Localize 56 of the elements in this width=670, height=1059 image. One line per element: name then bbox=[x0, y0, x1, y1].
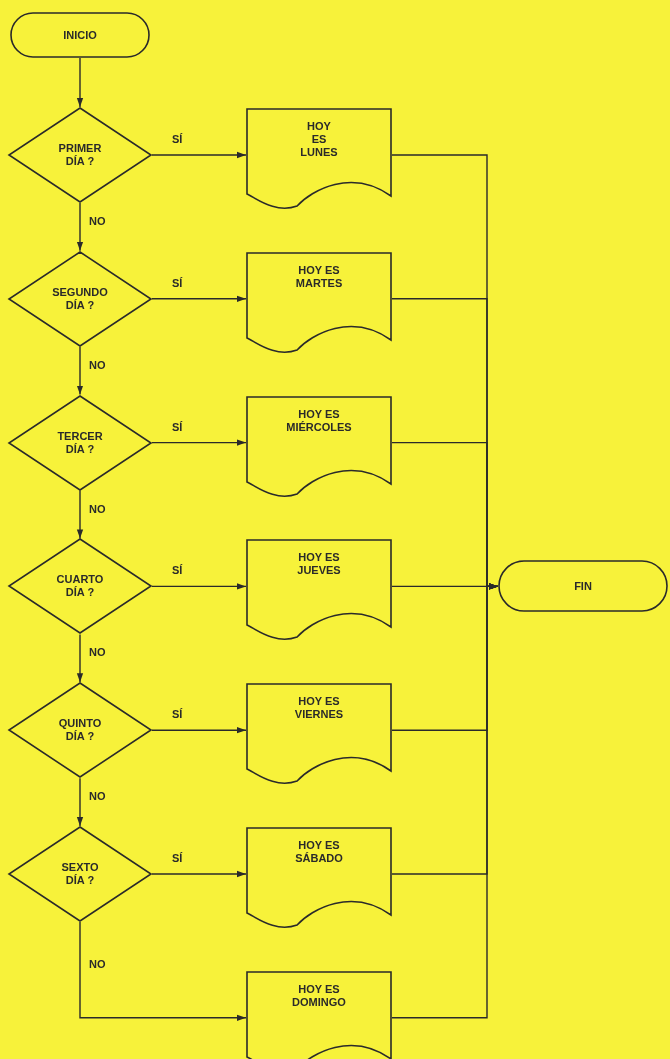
arrow bbox=[76, 202, 84, 252]
arrow bbox=[151, 870, 247, 878]
arrow bbox=[151, 295, 247, 302]
node-text: HOY ES VIERNES bbox=[294, 695, 344, 722]
edge-label: SÍ bbox=[172, 564, 183, 577]
arrow bbox=[151, 727, 247, 734]
edge-label: NO bbox=[89, 215, 106, 227]
arrow bbox=[76, 346, 84, 396]
arrow bbox=[76, 57, 84, 108]
arrow bbox=[76, 633, 84, 683]
node-text: HOY ES MARTES bbox=[295, 263, 343, 290]
edge-label: NO bbox=[89, 646, 106, 659]
terminal-shape bbox=[498, 560, 668, 613]
edge-label: SÍ bbox=[172, 133, 183, 145]
edge-label: SÍ bbox=[172, 708, 183, 721]
node-text: SEXTO DÍA ? bbox=[61, 861, 99, 887]
edge-label: NO bbox=[89, 502, 106, 515]
edge-label: SÍ bbox=[172, 852, 183, 864]
decision-diamond bbox=[8, 826, 152, 922]
document-shape bbox=[246, 539, 392, 640]
terminal-shape bbox=[10, 12, 150, 58]
decision-diamond bbox=[8, 394, 152, 491]
decision-diamond bbox=[8, 250, 152, 347]
node-text: HOY ES DOMINGO bbox=[292, 982, 346, 1009]
node-text: TERCER DÍA ? bbox=[57, 429, 103, 456]
node-text: HOY ES LUNES bbox=[300, 120, 338, 159]
edge-label: NO bbox=[89, 790, 106, 803]
arrow bbox=[151, 151, 247, 159]
node-text: HOY ES SÁBADO bbox=[295, 839, 343, 865]
node-text: INICIO bbox=[63, 28, 97, 42]
decision-diamond bbox=[8, 107, 152, 203]
document-shape bbox=[246, 251, 392, 352]
node-text: PRIMER DÍA ? bbox=[58, 142, 102, 168]
arrow bbox=[76, 777, 84, 827]
document-shape bbox=[246, 970, 392, 1059]
decision-diamond bbox=[8, 682, 152, 779]
node-text: SEGUNDO DÍA ? bbox=[52, 285, 108, 312]
arrow bbox=[76, 489, 84, 540]
node-text: FIN bbox=[574, 579, 592, 593]
node-text: HOY ES MIÉRCOLES bbox=[286, 407, 352, 434]
node-text: HOY ES JUEVES bbox=[297, 551, 341, 578]
edge-label: SÍ bbox=[172, 276, 183, 289]
document-shape bbox=[246, 683, 392, 784]
arrow bbox=[79, 921, 247, 1021]
node-text: CUARTO DÍA ? bbox=[56, 573, 104, 600]
edge-label: SÍ bbox=[172, 420, 183, 433]
arrow bbox=[151, 583, 247, 590]
edge-label: NO bbox=[89, 958, 106, 970]
edge-label: NO bbox=[89, 358, 106, 371]
document-shape bbox=[246, 108, 392, 208]
node-text: QUINTO DÍA ? bbox=[58, 717, 102, 744]
document-shape bbox=[246, 827, 392, 927]
decision-diamond bbox=[8, 538, 152, 635]
document-shape bbox=[246, 395, 392, 496]
arrow bbox=[391, 583, 499, 1019]
arrow bbox=[151, 439, 247, 446]
